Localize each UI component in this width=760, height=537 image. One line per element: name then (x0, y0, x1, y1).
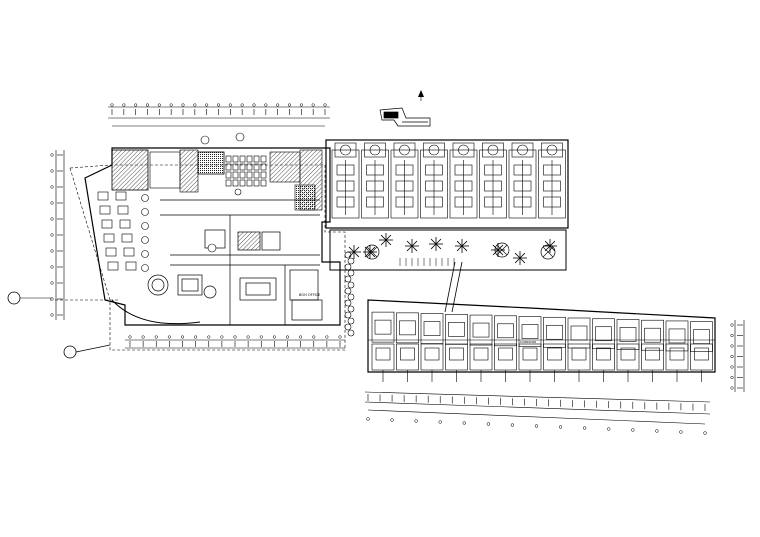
public-wing-outline (84, 147, 341, 326)
section-marker-4 (234, 188, 242, 196)
upper-guest-block (325, 139, 569, 313)
office-label: BOH OFFICE (299, 293, 320, 297)
planter-column (344, 251, 355, 337)
grid-bubble-left (7, 291, 21, 305)
site-key-detail (379, 107, 431, 127)
boh-dark-block (197, 151, 225, 175)
top-dimension-string (108, 103, 330, 127)
pool-stairs (399, 258, 455, 266)
lower-dimension-string (364, 391, 711, 435)
north-arrow-icon (418, 90, 424, 101)
grid-bubble-bottom (63, 345, 77, 359)
kitchen-hatch-block (111, 149, 149, 191)
left-dimension-string (50, 150, 120, 320)
section-marker-2 (235, 132, 245, 142)
section-marker-1 (200, 135, 210, 145)
right-dimension-string (730, 320, 745, 392)
restaurant-tables (97, 191, 149, 272)
bottom-dimension-string (125, 335, 345, 349)
lobby-furniture (147, 199, 323, 325)
corridor-label: CORRIDOR (520, 340, 536, 344)
lower-guest-block: CORRIDOR (364, 299, 745, 435)
courtyard-trees (347, 233, 557, 265)
public-wing: BOH OFFICE (7, 132, 355, 359)
section-marker-3 (207, 243, 217, 253)
boh-locker-grid (225, 155, 267, 187)
